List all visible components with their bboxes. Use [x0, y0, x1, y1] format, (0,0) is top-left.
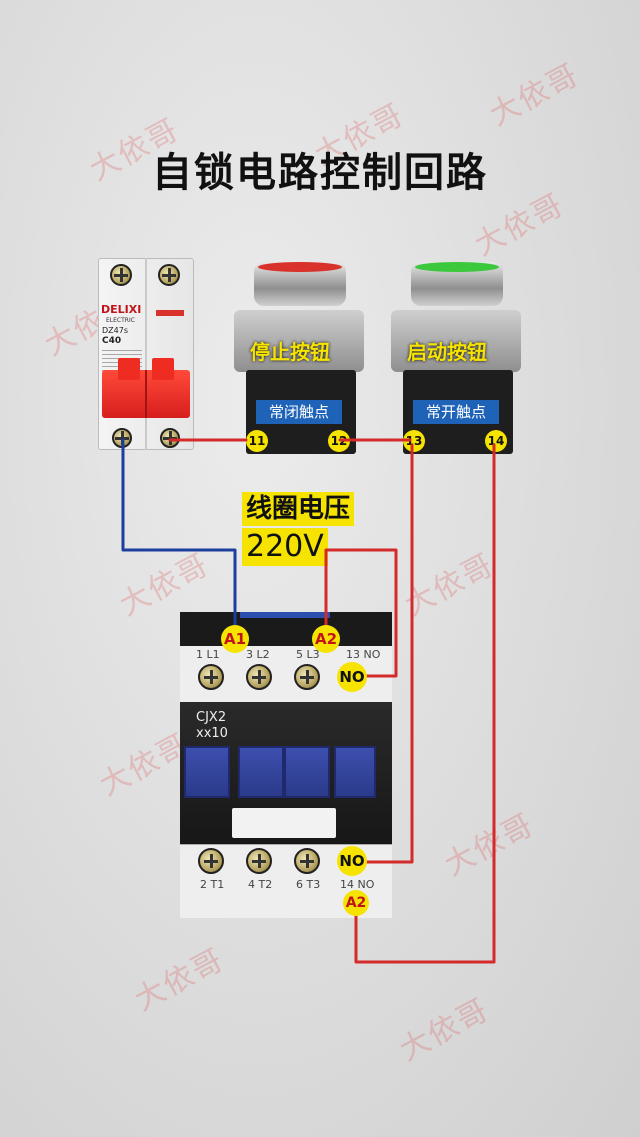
start-contact-label: 常开触点: [413, 400, 499, 424]
watermark: 大依哥: [439, 807, 541, 884]
coil-a2-marker[interactable]: A2: [312, 625, 340, 653]
stop-cap-color: [258, 262, 342, 272]
coil-a2-bottom-marker[interactable]: A2: [343, 890, 369, 916]
breaker-top-screw-icon: [110, 264, 132, 286]
contactor-model: CJX2: [196, 710, 227, 725]
breaker-brand-sub: ELECTRIC: [106, 317, 135, 324]
contact-block: [284, 746, 330, 798]
coil-voltage-label: 线圈电压: [242, 492, 355, 526]
start-terminal-13[interactable]: 13: [403, 430, 425, 452]
breaker-rating: C40: [102, 336, 122, 346]
no-top-marker[interactable]: NO: [337, 662, 367, 692]
bottom-terminal-label: 6 T3: [296, 878, 321, 891]
start-terminal-14[interactable]: 14: [485, 430, 507, 452]
bottom-terminal-label: 4 T2: [248, 878, 273, 891]
page-title: 自锁电路控制回路: [152, 150, 488, 196]
contactor-screw-icon: [246, 664, 272, 690]
start-cap-color: [415, 262, 499, 272]
contactor-screw-icon: [294, 664, 320, 690]
contactor-screw-icon: [294, 848, 320, 874]
watermark: 大依哥: [394, 992, 496, 1069]
stop-contact-label: 常闭触点: [256, 400, 342, 424]
top-terminal-label: 13 NO: [346, 648, 381, 661]
contactor-screw-icon: [246, 848, 272, 874]
bottom-terminal-label: 2 T1: [200, 878, 225, 891]
stop-button-device: 停止按钮 常闭触点 11 12: [228, 258, 368, 458]
contactor-screw-icon: [198, 848, 224, 874]
top-terminal-label: 5 L3: [296, 648, 320, 661]
contact-block: [238, 746, 284, 798]
coil-voltage-value: 220V: [242, 528, 328, 566]
watermark: 大依哥: [129, 942, 231, 1019]
stop-terminal-12[interactable]: 12: [328, 430, 350, 452]
contact-block: [334, 746, 376, 798]
contact-block: [184, 746, 230, 798]
start-button-device: 启动按钮 常开触点 13 14: [385, 258, 525, 458]
breaker-model: DZ47s: [102, 326, 128, 335]
watermark: 大依哥: [484, 57, 586, 134]
circuit-breaker: DELIXI ELECTRIC DZ47s C40: [98, 258, 194, 450]
watermark: 大依哥: [399, 547, 501, 624]
breaker-bottom-screw-icon: [112, 428, 132, 448]
breaker-brand: DELIXI: [101, 303, 142, 316]
top-terminal-label: 3 L2: [246, 648, 270, 661]
stop-terminal-11[interactable]: 11: [246, 430, 268, 452]
coil-a1-marker[interactable]: A1: [221, 625, 249, 653]
start-button-label: 启动按钮: [407, 340, 487, 364]
breaker-top-screw-icon: [158, 264, 180, 286]
top-terminal-label: 1 L1: [196, 648, 220, 661]
contactor-model-2: xx10: [196, 726, 228, 741]
bottom-terminal-label: 14 NO: [340, 878, 375, 891]
stop-button-label: 停止按钮: [250, 340, 330, 364]
breaker-bottom-screw-icon: [160, 428, 180, 448]
contactor-screw-icon: [198, 664, 224, 690]
no-bottom-marker[interactable]: NO: [337, 846, 367, 876]
